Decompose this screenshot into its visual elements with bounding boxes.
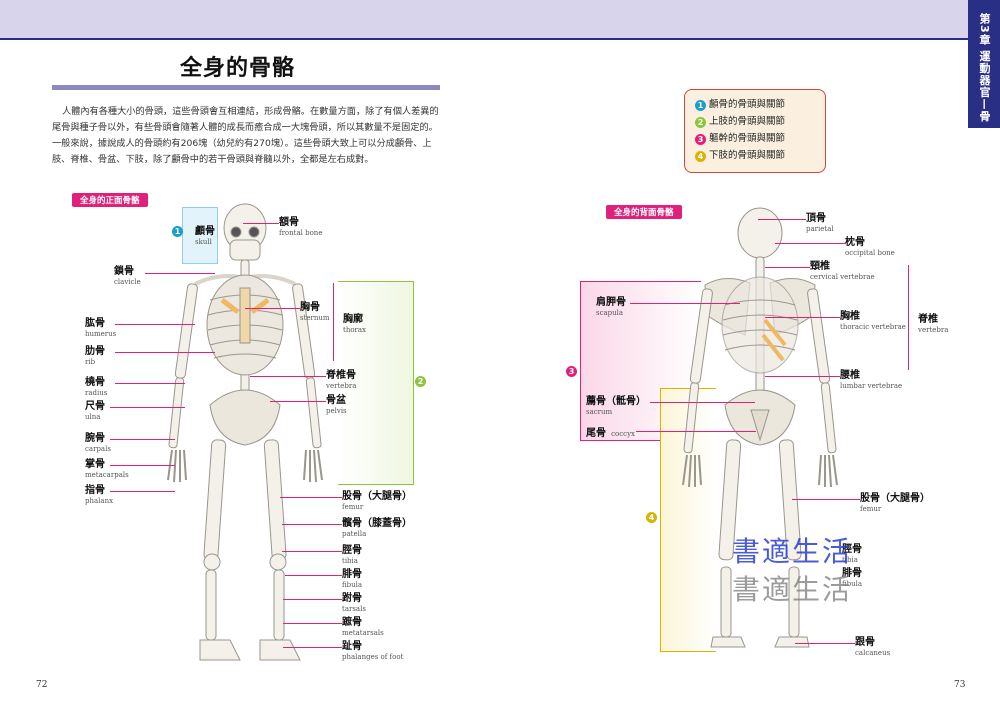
leader-clavicle: [145, 273, 215, 274]
leader-rib: [115, 352, 215, 353]
legend-circle-3: 3: [695, 134, 706, 145]
label-sacrum: 薦骨（骶骨）sacrum: [586, 396, 646, 416]
leader-sternum: [245, 308, 300, 309]
leader-thorax-bracket: [333, 283, 334, 361]
circle-marker-4: 4: [646, 512, 657, 523]
title-underline: [52, 85, 440, 90]
circle-marker-1: 1: [172, 226, 183, 237]
label-coccyx: 尾骨 coccyx: [586, 428, 635, 439]
leader-vertebra: [250, 376, 326, 377]
page-number-left: 72: [36, 680, 48, 690]
leader-femur-back: [792, 499, 860, 500]
upper-limb-bracket: [338, 281, 414, 485]
leader-coccyx: [636, 431, 756, 432]
leader-scapula: [630, 303, 740, 304]
leader-humerus: [115, 324, 195, 325]
front-skeleton-illustration: [167, 203, 323, 661]
intro-paragraph: 人體內有各種大小的骨頭，這些骨頭會互相連結，形成骨骼。在數量方面，除了有個人差異…: [52, 106, 439, 165]
legend-circle-2: 2: [695, 117, 706, 128]
skull-highlight: [182, 207, 218, 264]
legend-circle-4: 4: [695, 151, 706, 162]
back-skeleton-illustration: [682, 207, 838, 648]
legend-circle-1: 1: [695, 100, 706, 111]
page-title: 全身的骨骼: [180, 56, 296, 81]
leader-sacrum: [650, 402, 755, 403]
circle-marker-3: 3: [566, 366, 577, 377]
leader-cervical: [765, 267, 810, 268]
leader-thoracic: [765, 317, 840, 318]
watermark-gray: 書適生活: [732, 573, 853, 606]
page-header-band: [0, 0, 968, 40]
label-femur: 股骨（大腿骨）femur: [342, 491, 412, 511]
label-femur-back: 股骨（大腿骨）femur: [860, 493, 930, 513]
leader-metatarsals: [283, 623, 342, 624]
leader-tibia: [282, 551, 342, 552]
circle-marker-2: 2: [415, 376, 426, 387]
leader-parietal: [758, 219, 806, 220]
leader-metacarpals: [110, 465, 175, 466]
leader-tarsals: [283, 599, 342, 600]
leader-femur: [280, 497, 342, 498]
leader-vertebra-bracket: [908, 265, 909, 370]
chapter-tab: 第3章 運動器官—骨骼: [946, 0, 1000, 128]
leader-frontal: [243, 223, 279, 224]
leader-phalanx: [110, 491, 175, 492]
watermark-blue: 書適生活: [732, 535, 853, 568]
front-diagram-badge: 全身的正面骨骼: [72, 193, 148, 207]
back-diagram-badge: 全身的背面骨骼: [606, 205, 682, 219]
leader-occipital: [775, 243, 845, 244]
leader-radius: [115, 383, 185, 384]
leader-calcaneus: [795, 643, 855, 644]
leader-patella: [282, 524, 342, 525]
leader-ulna: [110, 407, 185, 408]
leader-pelvis: [270, 401, 326, 402]
leader-lumbar: [765, 376, 840, 377]
leader-carpals: [110, 439, 175, 440]
leader-phalanges-foot: [283, 647, 342, 648]
page-number-right: 73: [954, 680, 966, 690]
leader-fibula: [285, 575, 342, 576]
label-patella: 髕骨（膝蓋骨）patella: [342, 518, 412, 538]
